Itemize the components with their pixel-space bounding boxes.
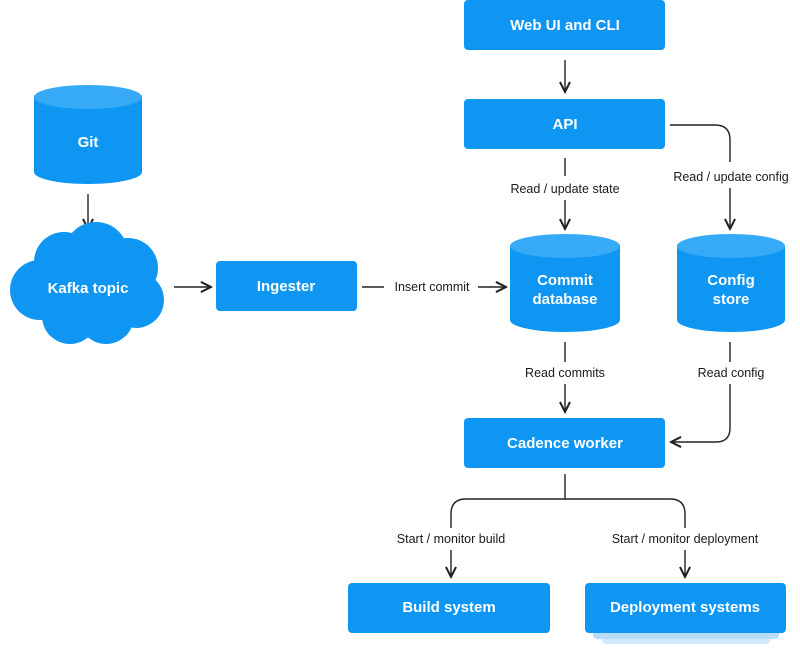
label-start-monitor-deployment: Start / monitor deployment	[612, 532, 759, 546]
node-git-label: Git	[78, 134, 99, 151]
node-commitdb-label-2: database	[532, 291, 597, 308]
node-api: API	[464, 99, 665, 149]
node-web-ui-cli: Web UI and CLI	[464, 0, 665, 50]
node-config-store: Config store	[677, 234, 785, 332]
label-insert-commit: Insert commit	[394, 280, 470, 294]
node-deployment-systems: Deployment systems	[585, 583, 786, 644]
label-read-update-state: Read / update state	[510, 182, 619, 196]
node-config-label-1: Config	[707, 272, 754, 289]
node-commit-database: Commit database	[510, 234, 620, 332]
node-api-label: API	[552, 116, 577, 133]
label-start-monitor-build: Start / monitor build	[397, 532, 505, 546]
node-commitdb-label-1: Commit	[537, 272, 593, 289]
label-read-commits: Read commits	[525, 366, 605, 380]
label-read-update-config: Read / update config	[673, 170, 788, 184]
node-kafka-topic: Kafka topic	[10, 222, 164, 344]
node-kafka-label: Kafka topic	[48, 280, 129, 297]
node-ingester-label: Ingester	[257, 278, 316, 295]
node-cadence-worker: Cadence worker	[464, 418, 665, 468]
edge-cadence-to-build	[451, 474, 566, 577]
node-build-label: Build system	[402, 599, 495, 616]
node-ingester: Ingester	[216, 261, 357, 311]
node-webui-label: Web UI and CLI	[510, 17, 620, 34]
node-build-system: Build system	[348, 583, 550, 633]
node-cadence-label: Cadence worker	[507, 435, 623, 452]
edge-config-to-cadence	[671, 342, 731, 442]
label-read-config: Read config	[698, 366, 765, 380]
node-config-label-2: store	[713, 291, 750, 308]
node-deploy-label: Deployment systems	[610, 599, 760, 616]
edge-cadence-to-deploy	[565, 498, 685, 577]
edge-api-to-config	[670, 124, 730, 229]
node-git: Git	[34, 85, 142, 184]
